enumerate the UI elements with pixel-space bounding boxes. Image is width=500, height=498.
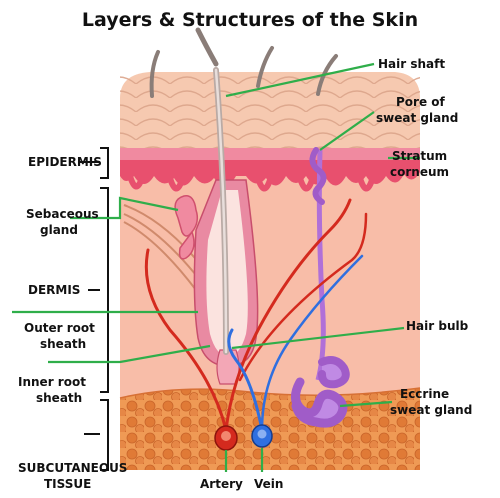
label-vein: Vein: [254, 477, 283, 491]
label-pore-sweat-gland: sweat gland: [376, 111, 458, 125]
surface-hairs: [149, 27, 338, 98]
label-hair-shaft: Hair shaft: [378, 57, 445, 71]
hair-follicle: [193, 67, 259, 385]
label-hair-bulb: Hair bulb: [406, 319, 469, 333]
label-sebaceous-gland: gland: [40, 223, 78, 237]
label-artery: Artery: [200, 477, 243, 491]
skin-surface: [120, 72, 420, 148]
sebaceous-gland: [174, 195, 199, 260]
label-outer-root: Outer root: [24, 321, 95, 335]
layer-brackets: [80, 147, 109, 471]
label-dermis: DERMIS: [28, 283, 80, 297]
label-stratum-corneum: corneum: [390, 165, 449, 179]
label-eccrine-sweat-gland: sweat gland: [390, 403, 472, 417]
diagram-title: Layers & Structures of the Skin: [82, 9, 418, 31]
dermis-region: [120, 148, 420, 406]
label-stratum: Stratum: [392, 149, 447, 163]
label-subcutaneous: SUBCUTANEOUS: [18, 461, 127, 475]
artery-vein-ends: [214, 424, 273, 451]
label-sebaceous: Sebaceous: [26, 207, 99, 221]
eccrine-sweat-gland: [291, 147, 350, 428]
label-outer-root-sheath: sheath: [40, 337, 86, 351]
label-inner-root-sheath: sheath: [36, 391, 82, 405]
label-eccrine: Eccrine: [400, 387, 449, 401]
label-inner-root: Inner root: [18, 375, 86, 389]
label-subcutaneous-tissue: TISSUE: [44, 477, 91, 491]
epidermis-band: [120, 148, 420, 192]
leader-lines: [12, 62, 420, 472]
label-pore: Pore of: [396, 95, 446, 109]
blood-vessels: [144, 198, 368, 432]
label-epidermis: EPIDERMIS: [28, 155, 102, 169]
